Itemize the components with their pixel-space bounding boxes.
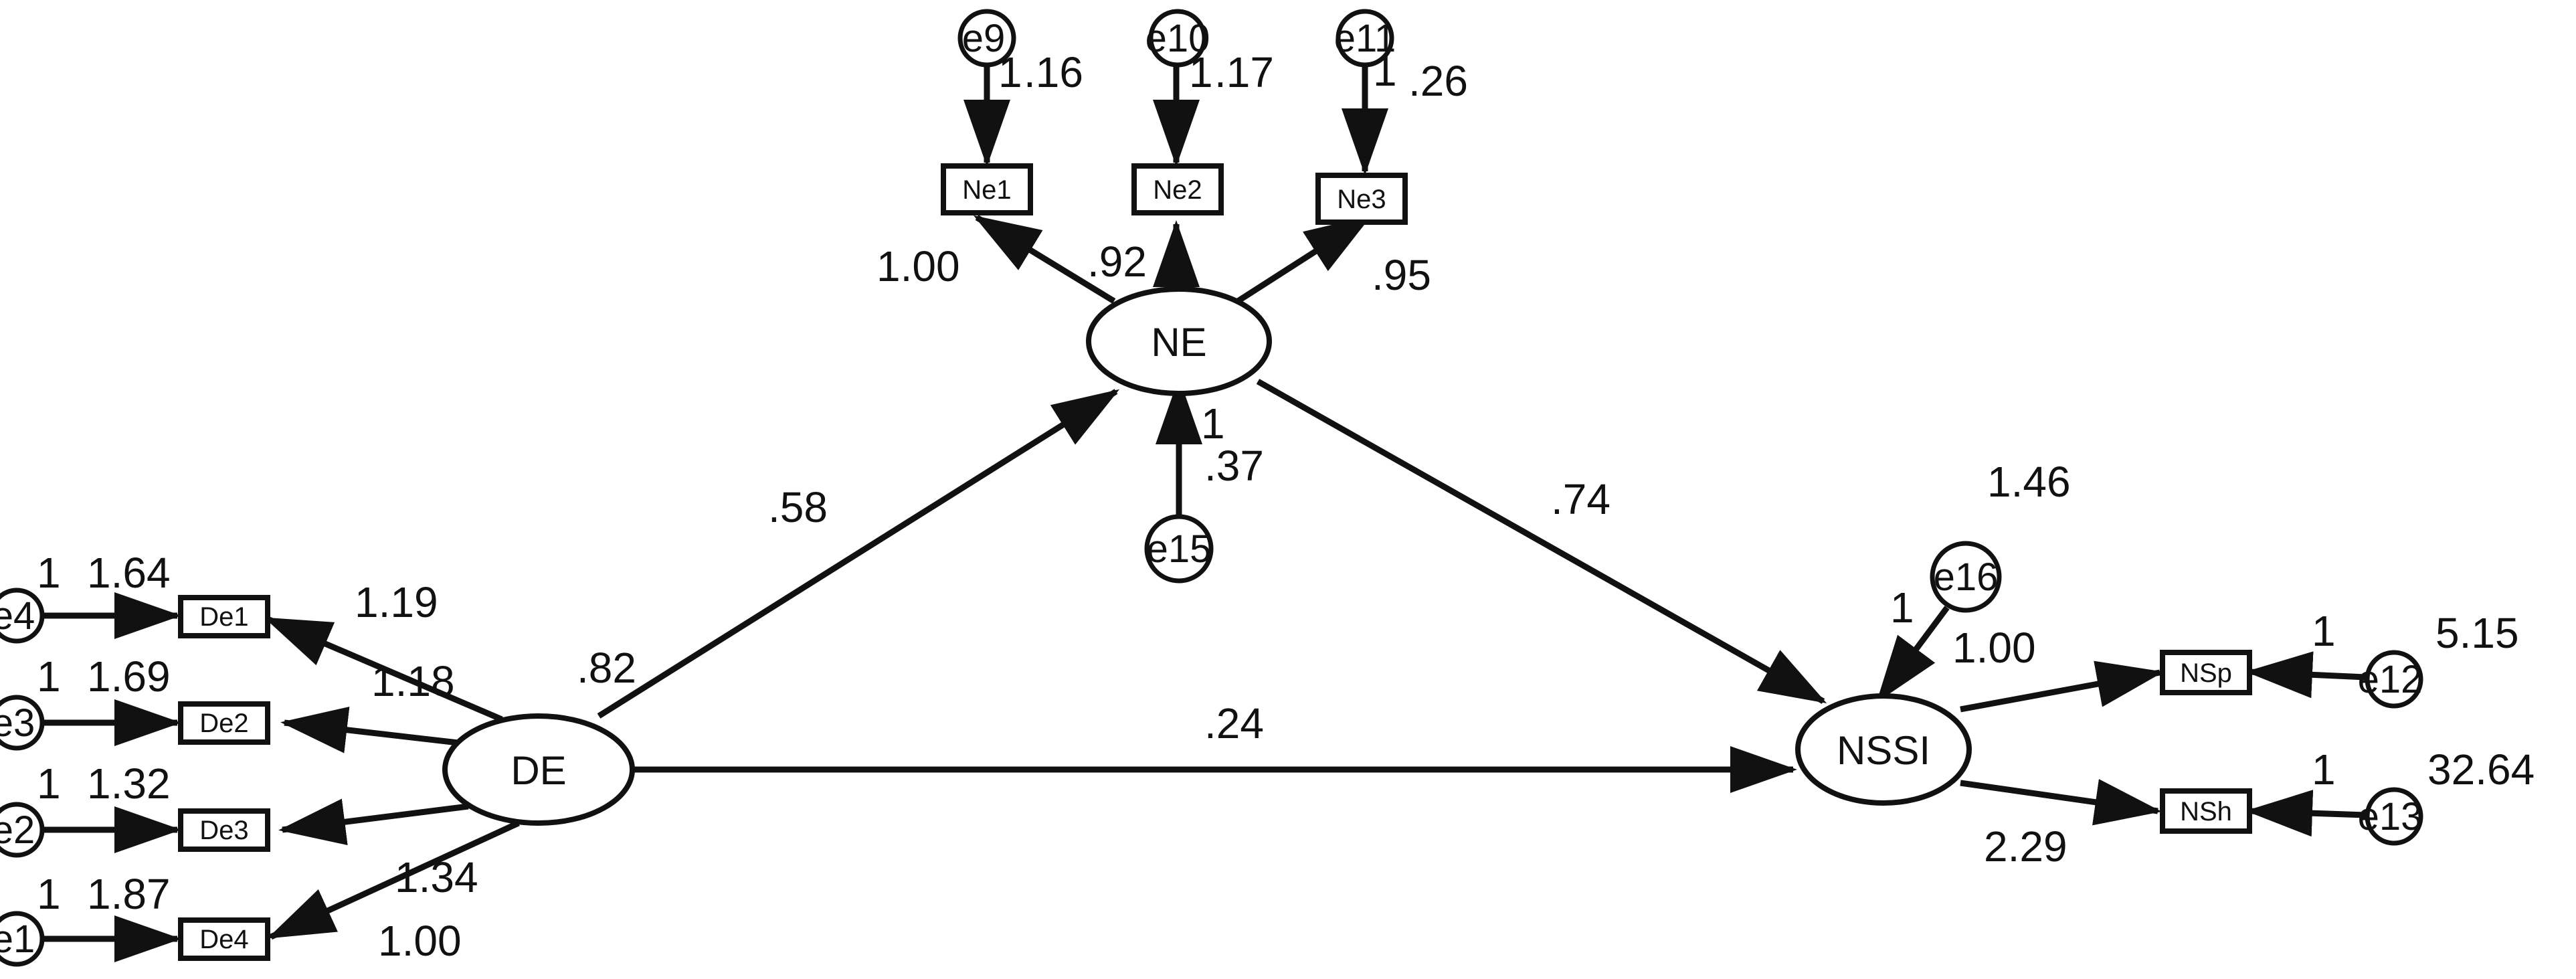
error-e4: e4 xyxy=(0,588,45,644)
fixed-e13: 1 xyxy=(2312,745,2336,794)
errvar-e3: 1.69 xyxy=(87,652,171,701)
error-e9: e9 xyxy=(957,9,1016,68)
observed-de1: De1 xyxy=(178,595,270,638)
loading-nsh: 2.29 xyxy=(1984,822,2067,871)
path-e16-nssi xyxy=(1876,606,1950,703)
coef-ne-nssi: .74 xyxy=(1551,475,1611,523)
svg-text:e12: e12 xyxy=(2358,658,2423,701)
svg-text:De4: De4 xyxy=(199,925,248,954)
observed-nsp: NSp xyxy=(2160,650,2252,695)
loading-de1: 1.19 xyxy=(355,578,438,626)
path-de-ne xyxy=(597,389,1120,719)
loading-de2: 1.18 xyxy=(371,657,455,705)
svg-text:e3: e3 xyxy=(0,701,35,745)
svg-text:e1: e1 xyxy=(0,917,35,961)
svg-text:e16: e16 xyxy=(1934,555,1999,599)
fixed-e12: 1 xyxy=(2312,607,2336,655)
errvar-e4: 1.64 xyxy=(87,549,171,597)
fixed-e3: 1 xyxy=(37,652,61,701)
coef-de-ne: .58 xyxy=(768,483,828,531)
loading-de4: 1.00 xyxy=(378,917,462,965)
loading-nsp: 1.00 xyxy=(1952,624,2036,672)
observed-de4: De4 xyxy=(178,917,270,961)
path-ne-nssi xyxy=(1256,379,1827,704)
errvar-e1: 1.87 xyxy=(87,870,171,918)
fixed-e16: 1 xyxy=(1890,584,1914,632)
error-e11: e11 xyxy=(1334,9,1396,68)
error-e16: e16 xyxy=(1930,541,2002,613)
observed-de2: De2 xyxy=(178,701,270,745)
path-de-de1 xyxy=(264,616,503,723)
svg-text:De3: De3 xyxy=(199,816,248,845)
errvar-e2: 1.32 xyxy=(87,760,171,808)
path-ne-ne3 xyxy=(1236,215,1372,304)
loading-ne2: .92 xyxy=(1087,238,1147,286)
path-ne-ne1 xyxy=(973,215,1116,304)
svg-text:Ne1: Ne1 xyxy=(962,175,1011,205)
path-nssi-nsp xyxy=(1960,660,2164,713)
svg-text:e11: e11 xyxy=(1334,17,1396,60)
svg-text:NSSI: NSSI xyxy=(1837,728,1930,773)
path-de-de3 xyxy=(278,798,469,845)
error-e1: e1 xyxy=(0,911,45,967)
observed-ne3: Ne3 xyxy=(1315,173,1408,225)
error-e12: e12 xyxy=(2358,650,2423,709)
svg-text:NSh: NSh xyxy=(2180,797,2232,826)
error-e2: e2 xyxy=(0,802,45,858)
error-e15: e15 xyxy=(1144,514,1214,584)
errvar-e10: .17 xyxy=(1214,48,1274,96)
errvar-e11: .26 xyxy=(1408,57,1468,105)
coef-de-nssi: .24 xyxy=(1204,699,1264,747)
observed-ne1: Ne1 xyxy=(941,163,1033,215)
loading-ne1: 1.00 xyxy=(877,242,960,290)
svg-text:e10: e10 xyxy=(1145,17,1210,60)
fixed-e1: 1 xyxy=(37,870,61,918)
variance-nssi-residual: 1.46 xyxy=(1987,458,2071,506)
svg-text:NE: NE xyxy=(1151,320,1206,365)
fixed-e15: 1 xyxy=(1201,399,1225,448)
fixed-e10: 1 xyxy=(1189,48,1213,96)
path-e13-nsh xyxy=(2245,790,2367,837)
latent-nssi: NSSI xyxy=(1795,693,1972,806)
svg-text:De1: De1 xyxy=(199,602,248,632)
fixed-e2: 1 xyxy=(37,760,61,808)
fixed-e4: 1 xyxy=(37,549,61,597)
observed-nsh: NSh xyxy=(2160,788,2252,834)
errvar-e13: 32.64 xyxy=(2427,745,2535,794)
error-e3: e3 xyxy=(0,695,45,751)
svg-text:e13: e13 xyxy=(2358,795,2423,838)
fixed-e11: 1 xyxy=(1373,47,1397,95)
loading-de3: 1.34 xyxy=(395,853,478,901)
observed-ne2: Ne2 xyxy=(1131,163,1224,215)
fixed-e9: 1 xyxy=(998,48,1022,96)
svg-text:DE: DE xyxy=(511,748,566,793)
path-e12-nsp xyxy=(2245,651,2367,699)
variance-ne-residual: .37 xyxy=(1204,442,1264,490)
path-de-de4 xyxy=(267,820,520,940)
svg-text:e2: e2 xyxy=(0,808,35,852)
svg-text:e9: e9 xyxy=(962,17,1006,60)
observed-de3: De3 xyxy=(178,808,270,852)
error-e13: e13 xyxy=(2358,787,2423,846)
svg-text:Ne3: Ne3 xyxy=(1337,185,1386,214)
latent-ne: NE xyxy=(1086,286,1272,396)
svg-text:De2: De2 xyxy=(199,709,248,738)
svg-text:Ne2: Ne2 xyxy=(1153,175,1202,205)
svg-text:e15: e15 xyxy=(1147,527,1212,571)
errvar-e9: .16 xyxy=(1024,48,1083,96)
svg-text:NSp: NSp xyxy=(2180,658,2232,688)
errvar-e12: 5.15 xyxy=(2435,609,2519,657)
loading-ne3: .95 xyxy=(1372,251,1431,299)
error-e10: e10 xyxy=(1145,9,1210,68)
variance-de: .82 xyxy=(577,644,636,692)
path-nssi-nsh xyxy=(1960,779,2162,826)
latent-de: DE xyxy=(442,713,635,826)
svg-text:e4: e4 xyxy=(0,594,35,638)
path-de-de2 xyxy=(280,707,459,753)
